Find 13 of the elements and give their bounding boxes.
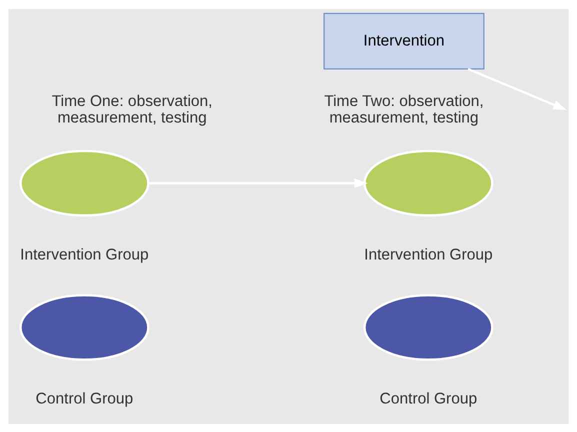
node-label: Time Two: observation, measurement, testing [324,92,484,126]
arrow [148,178,368,188]
node-ellipse [20,294,150,360]
node-ellipse [363,294,494,360]
node-ellipse [363,149,494,216]
node-ellipse [20,149,150,216]
node-label: Time One: observation, measurement, testing [52,92,212,126]
node-label: Control Group [380,390,478,408]
node-box: Intervention [324,12,484,69]
node-label: Control Group [36,390,134,408]
node-label: Intervention Group [20,246,149,263]
arrow [468,67,567,110]
node-label: Intervention Group [364,246,493,263]
